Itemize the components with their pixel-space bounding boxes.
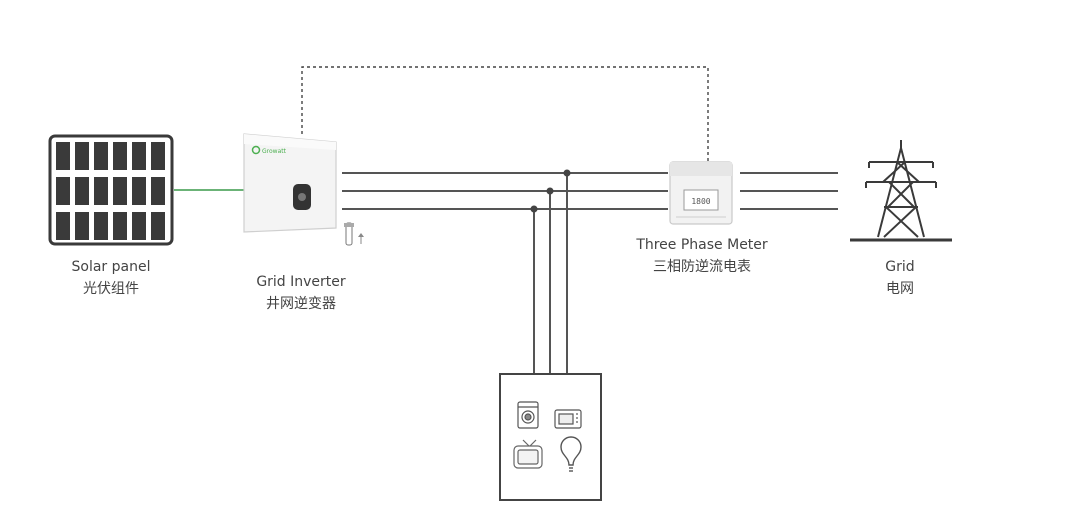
transmission-tower-icon [850, 140, 952, 242]
solar-cell [94, 212, 108, 240]
solar-cell [132, 177, 146, 205]
junction-dots [530, 169, 571, 213]
grid-label: Grid 电网 [860, 256, 940, 300]
inverter-label: Grid Inverter 井网逆变器 [236, 271, 366, 315]
solar-panel-label-en: Solar panel [71, 259, 151, 275]
meter-label-cn: 三相防逆流电表 [653, 259, 751, 275]
microwave-icon [554, 409, 582, 429]
grid-label-en: Grid [885, 259, 915, 275]
load-drops [533, 173, 568, 375]
meter-label: Three Phase Meter 三相防逆流电表 [626, 234, 778, 278]
ct-sensor-icon [344, 222, 364, 246]
solar-cell [151, 142, 165, 170]
growatt-logo-icon [251, 145, 261, 155]
inverter-label-cn: 井网逆变器 [266, 296, 336, 312]
grid-inverter: Growatt [243, 133, 364, 246]
solar-cell [75, 212, 89, 240]
solar-cell [132, 212, 146, 240]
meter-label-en: Three Phase Meter [636, 237, 768, 253]
solar-cell [56, 142, 70, 170]
solar-cell [75, 177, 89, 205]
tv-icon [513, 439, 543, 469]
ac-lines-meter-grid [740, 172, 838, 210]
solar-cell [151, 177, 165, 205]
solar-cell [151, 212, 165, 240]
light-bulb-icon [560, 436, 582, 472]
solar-cell [94, 177, 108, 205]
load-panel [499, 373, 602, 501]
solar-panel [48, 134, 174, 246]
solar-cell [113, 177, 127, 205]
solar-cell [94, 142, 108, 170]
grid-label-cn: 电网 [886, 281, 914, 297]
meter-display: 1800 [691, 197, 710, 206]
solar-panel-label: Solar panel 光伏组件 [50, 256, 172, 300]
solar-cell [75, 142, 89, 170]
inverter-label-en: Grid Inverter [256, 274, 346, 290]
ac-lines-inverter-meter [342, 172, 668, 210]
three-phase-meter: 1800 [669, 161, 733, 225]
solar-cell [113, 212, 127, 240]
washing-machine-icon [517, 401, 539, 429]
solar-cell [56, 212, 70, 240]
solar-panel-label-cn: 光伏组件 [83, 281, 139, 297]
solar-cell [56, 177, 70, 205]
solar-cell [113, 142, 127, 170]
inverter-brand: Growatt [262, 148, 287, 155]
communication-line [301, 66, 709, 163]
solar-cell [132, 142, 146, 170]
